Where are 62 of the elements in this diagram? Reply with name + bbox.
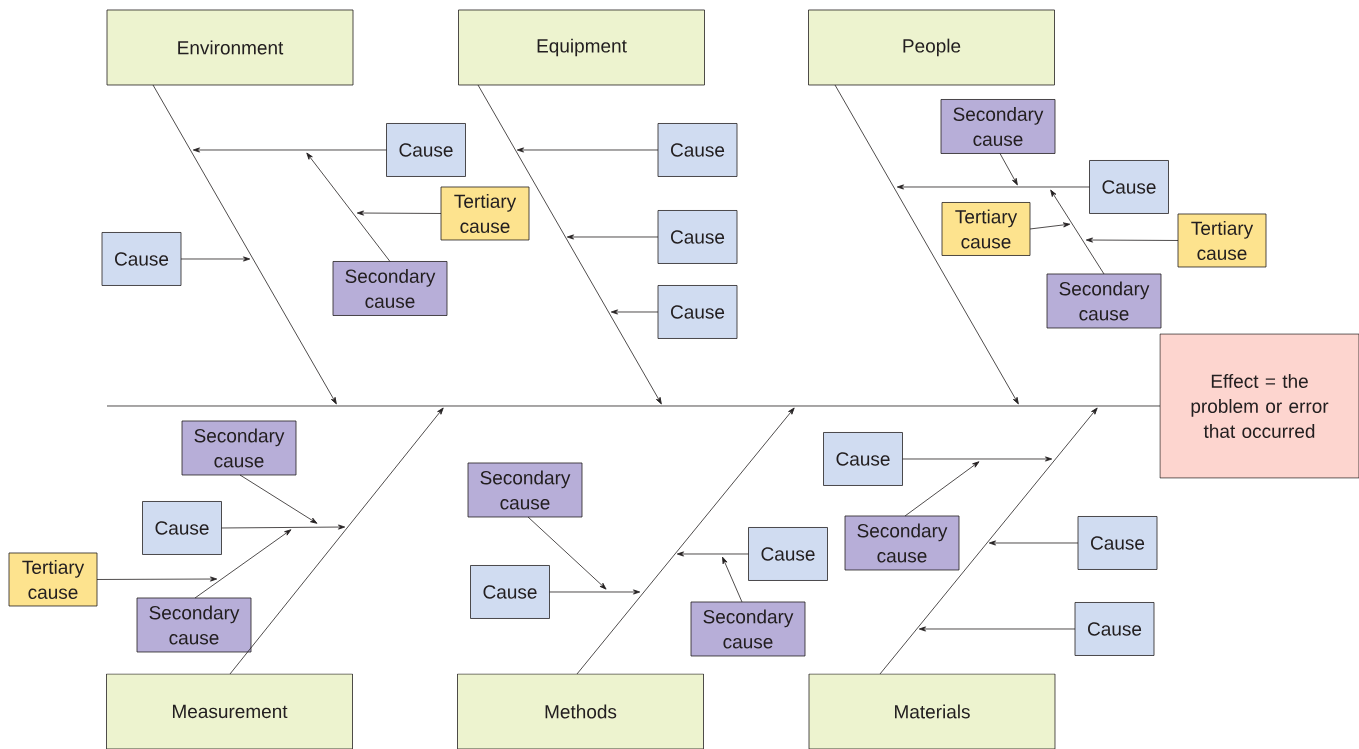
arrow [549,589,641,595]
tertiary-cause-box: Tertiary cause [1177,213,1267,268]
arrow [356,210,442,216]
secondary-cause-box: Secondary cause [136,597,252,653]
secondary-cause-box: Secondary cause [844,515,960,571]
cause-box: Cause [823,432,903,486]
category-box: Measurement [106,673,353,749]
arrow [610,309,659,315]
category-box: Equipment [458,9,705,86]
arrow [1029,222,1071,230]
tertiary-cause-box: Tertiary cause [440,186,530,241]
cause-box: Cause [748,527,828,581]
arrow [516,147,659,153]
secondary-cause-box: Secondary cause [181,420,297,476]
tertiary-cause-box: Tertiary cause [8,552,98,607]
bone-arrow [834,84,1019,405]
category-box: People [808,9,1055,86]
arrow [676,551,749,557]
cause-box: Cause [657,210,738,264]
arrow [180,256,251,262]
bone-arrow [576,407,795,675]
arrow [999,153,1018,186]
arrow [1050,189,1105,275]
tertiary-cause-box: Tertiary cause [941,202,1031,256]
cause-box: Cause [470,565,550,619]
arrow [896,184,1090,190]
bone-arrow [229,407,444,675]
secondary-cause-box: Secondary cause [467,462,583,518]
cause-box: Cause [142,501,222,555]
bone-arrow [879,407,1098,675]
arrow [96,576,218,582]
arrow [221,524,346,530]
category-box: Materials [808,673,1056,749]
arrow [566,234,659,240]
cause-box: Cause [657,285,738,339]
bone-arrow [152,84,337,405]
arrow [918,626,1076,632]
arrow [1085,237,1179,243]
cause-box: Cause [1074,602,1155,656]
cause-box: Cause [101,232,182,286]
category-box: Environment [106,9,354,86]
arrow [239,474,318,524]
arrow [722,556,743,603]
arrow [904,461,980,517]
arrow [988,540,1079,546]
cause-box: Cause [386,123,466,177]
arrow [527,516,607,590]
secondary-cause-box: Secondary cause [332,261,448,316]
secondary-cause-box: Secondary cause [940,99,1056,154]
category-box: Methods [457,673,704,749]
secondary-cause-box: Secondary cause [1046,273,1162,329]
arrow [194,529,292,599]
arrow [902,456,1053,462]
bone-arrow [477,84,662,405]
arrow [192,147,387,153]
secondary-cause-box: Secondary cause [690,601,806,657]
spine-line [106,405,1161,407]
cause-box: Cause [1089,160,1169,214]
cause-box: Cause [1077,516,1158,570]
arrow [306,152,391,262]
cause-box: Cause [657,123,738,177]
effect-box: Effect = the problem or error that occurred [1159,333,1359,479]
